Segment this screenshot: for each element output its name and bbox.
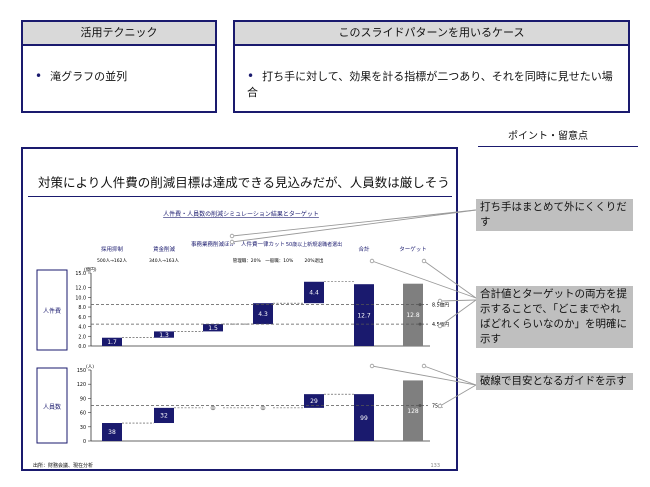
usecase-item: 打ち手に対して、効果を計る指標が二つあり、それを同時に見せたい場合: [247, 70, 613, 99]
slide-title: 対策により人件費の削減目標は達成できる見込みだが、人員数は厳しそう: [38, 175, 450, 190]
callout-total-target: 合計値とターゲットの両方を提示することで、「どこまでやればどれくらいなのか」を明…: [476, 286, 633, 348]
points-divider: [478, 146, 638, 147]
usecase-box: このスライドパターンを用いるケース 打ち手に対して、効果を計る指標が二つあり、そ…: [233, 20, 630, 113]
technique-header: 活用テクニック: [23, 22, 215, 46]
usecase-header: このスライドパターンを用いるケース: [235, 22, 628, 46]
points-title: ポイント・留意点: [508, 131, 588, 142]
slide-frame: [21, 147, 458, 471]
callout-guide-line: 破線で目安となるガイドを示す: [476, 373, 633, 390]
technique-box: 活用テクニック 滝グラフの並列: [21, 20, 217, 113]
slide-title-divider: [28, 196, 452, 197]
callout-grouping: 打ち手はまとめて外にくくりだす: [476, 199, 633, 231]
technique-item: 滝グラフの並列: [35, 70, 127, 83]
